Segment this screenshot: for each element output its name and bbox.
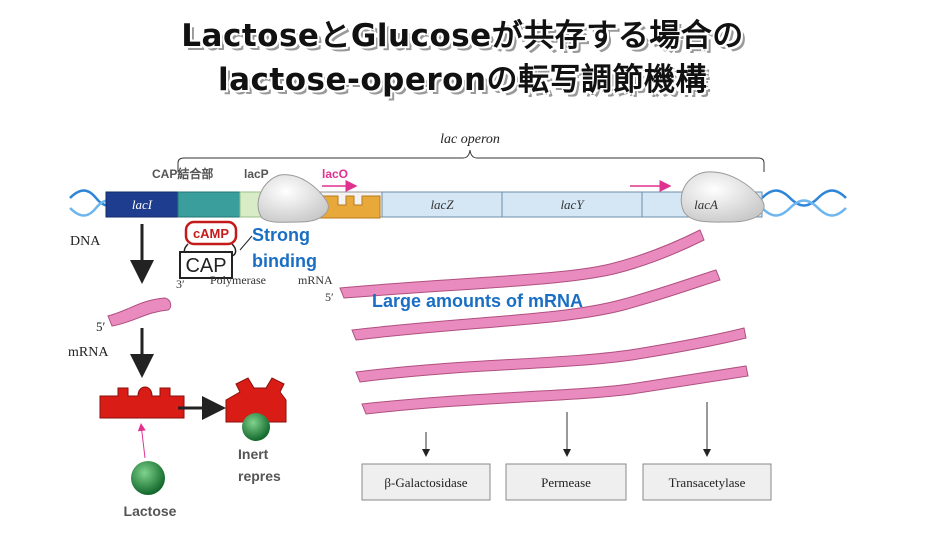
mrna-strand-2 — [351, 269, 721, 341]
mrna-strands — [339, 229, 749, 415]
lactose-binding-arrow — [137, 423, 146, 459]
repressor-label: repres — [238, 468, 281, 484]
polymerase-label: Polymerase — [210, 273, 266, 287]
cap-binding-site — [177, 191, 241, 218]
inert-repressor — [225, 377, 287, 423]
lacZ-label: lacZ — [430, 197, 454, 212]
galactosidase-box — [361, 463, 491, 501]
dna-helix-right — [761, 189, 847, 217]
polymerase-five-prime: 5′ — [325, 290, 334, 304]
mrna-label: mRNA — [68, 345, 109, 360]
lactose-molecule — [131, 461, 165, 495]
strong-binding-line2: binding — [252, 251, 317, 271]
galactosidase-label: β-Galactosidase — [384, 475, 467, 490]
protein-boxes — [361, 463, 772, 501]
cap-label: CAP — [185, 255, 226, 277]
lacI-mrna-strand — [107, 297, 172, 327]
strong-binding-pointer — [239, 235, 253, 251]
mrna-strand-1 — [339, 229, 705, 299]
cap-site-label: CAP結合部 — [152, 166, 213, 181]
lacO-label: lacO — [322, 167, 348, 181]
active-repressor — [99, 386, 185, 419]
polymerase-three-prime: 3′ — [176, 277, 185, 291]
strong-binding-line1: Strong — [252, 225, 310, 245]
polymerase-mrna-label: mRNA — [298, 273, 333, 287]
dna-label: DNA — [70, 234, 101, 249]
camp-label: cAMP — [193, 226, 229, 241]
transacetylase-label: Transacetylase — [669, 475, 746, 490]
title-line-1: LactoseとGlucoseが共存する場合の — [181, 18, 744, 54]
transacetylase-box — [642, 463, 772, 501]
lacP-label: lacP — [244, 167, 269, 181]
large-mrna-label: Large amounts of mRNA — [372, 291, 583, 311]
lacI-label: lacI — [132, 197, 153, 212]
lacO-operator-shape — [317, 195, 381, 219]
cap-protein-box — [179, 251, 233, 279]
operon-label: lac operon — [440, 132, 500, 147]
camp-badge — [184, 220, 238, 246]
lactose-bound-to-repressor — [242, 413, 270, 441]
permease-label: Permease — [541, 475, 591, 490]
lacZ-gene — [381, 191, 503, 218]
lacY-label: lacY — [560, 197, 585, 212]
rna-polymerase-at-lacA — [680, 171, 765, 223]
operon-brace — [177, 149, 765, 172]
mrna-five-prime-label: 5′ — [96, 319, 106, 334]
rna-polymerase-on-promoter — [257, 174, 329, 223]
mrna-strand-4 — [361, 365, 749, 415]
lacA-label: lacA — [694, 197, 718, 212]
lacY-gene — [501, 191, 643, 218]
lactose-label: Lactose — [124, 503, 177, 519]
inert-label: Inert — [238, 446, 269, 462]
mrna-strand-3 — [355, 327, 747, 383]
permease-box — [505, 463, 627, 501]
title-line-2: lactose-operonの転写調節機構 — [217, 62, 708, 98]
